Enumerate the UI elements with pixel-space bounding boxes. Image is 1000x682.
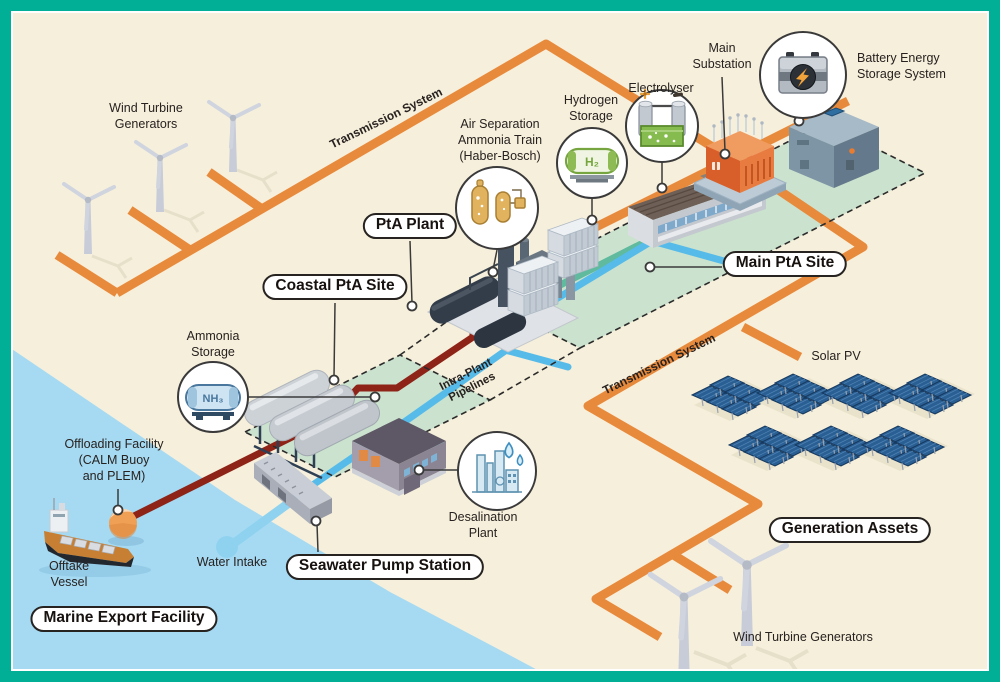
- callout-marine-export-facility: Marine Export Facility: [30, 606, 218, 632]
- h2-label: H₂: [585, 155, 599, 169]
- label-offloading-facility: Offloading Facility (CALM Buoy and PLEM): [64, 437, 164, 483]
- label-ammonia-storage: Ammonia Storage: [186, 329, 240, 359]
- electrolyser-icon: [638, 88, 686, 147]
- callout-seawater-pump-station: Seawater Pump Station: [285, 554, 485, 580]
- label-air-separation: Air Separation Ammonia Train (Haber-Bosc…: [457, 117, 543, 163]
- sea-water: [0, 341, 560, 682]
- callout-pta-plant: PtA Plant: [362, 213, 458, 239]
- label-hydrogen-storage: Hydrogen Storage: [563, 93, 619, 123]
- callout-connectors: [117, 76, 804, 553]
- label-solar-pv: Solar PV: [811, 349, 861, 363]
- hydrogen-tank-icon: H₂: [564, 147, 620, 183]
- air-separation-icon: [471, 179, 526, 225]
- label-battery-storage: Battery Energy Storage System: [857, 51, 946, 81]
- label-electrolyser: Electrolyser: [628, 81, 694, 95]
- label-offtake-vessel: Offtake Vessel: [48, 559, 90, 589]
- water-intake-pipe: [216, 495, 298, 558]
- label-desalination-plant: Desalination Plant: [448, 510, 518, 540]
- callout-main-pta-site: Main PtA Site: [722, 251, 848, 277]
- label-wind-turbines-south: Wind Turbine Generators: [733, 630, 873, 644]
- ammonia-tank-icon: NH₃: [185, 384, 241, 420]
- main-substation-building: [692, 113, 788, 211]
- calm-buoy-icon: [108, 509, 144, 546]
- callout-generation-assets: Generation Assets: [768, 517, 932, 543]
- callout-coastal-pta-site: Coastal PtA Site: [262, 274, 408, 300]
- battery-icon: [778, 52, 828, 94]
- offtake-vessel-icon: [39, 498, 151, 577]
- nh3-label: NH₃: [203, 393, 224, 405]
- ammonia-storage-tanks: [243, 369, 381, 480]
- callout-dots: [112, 115, 805, 527]
- label-wind-turbines-north: Wind Turbine Generators: [109, 101, 183, 131]
- label-main-substation: Main Substation: [692, 41, 752, 71]
- desalination-icon: [472, 441, 524, 493]
- label-water-intake: Water Intake: [196, 555, 268, 569]
- pta-plant-cluster: [426, 212, 580, 353]
